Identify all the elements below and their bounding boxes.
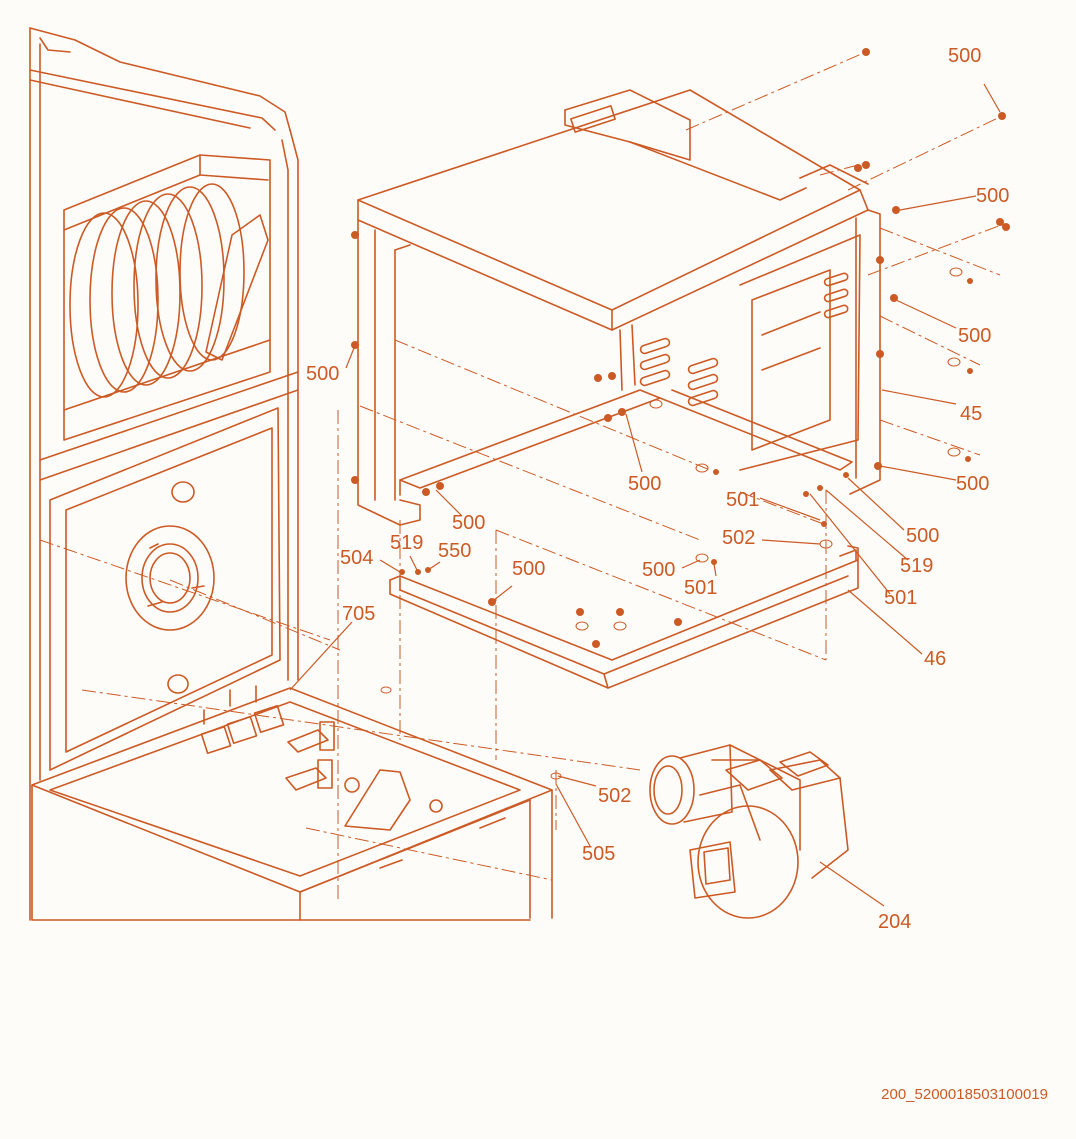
callout-45: 45 bbox=[960, 403, 982, 425]
callout-705: 705 bbox=[342, 603, 375, 625]
callout-labels: 500 500 500 500 500 500 500 500 500 45 5… bbox=[306, 45, 1009, 933]
burner-assembly-204 bbox=[649, 744, 849, 919]
drawing-id: 200_5200018503100019 bbox=[881, 1086, 1048, 1103]
callout-500: 500 bbox=[958, 325, 991, 347]
leader-lines bbox=[289, 83, 1001, 907]
callout-505: 505 bbox=[582, 843, 615, 865]
callout-46: 46 bbox=[924, 648, 946, 670]
callout-550: 550 bbox=[438, 540, 471, 562]
callout-500: 500 bbox=[948, 45, 981, 67]
callout-502: 502 bbox=[598, 785, 631, 807]
callout-519: 519 bbox=[390, 532, 423, 554]
callout-204: 204 bbox=[878, 911, 911, 933]
callout-502: 502 bbox=[722, 527, 755, 549]
callout-501: 501 bbox=[684, 577, 717, 599]
rear-panel-slots bbox=[639, 272, 849, 407]
callout-519: 519 bbox=[900, 555, 933, 577]
callout-500: 500 bbox=[452, 512, 485, 534]
callout-500: 500 bbox=[628, 473, 661, 495]
frame-assembly-45 bbox=[357, 89, 881, 526]
combustion-door bbox=[49, 407, 281, 771]
appliance-housing bbox=[29, 27, 553, 921]
heat-exchanger-coil bbox=[69, 183, 269, 398]
callout-502: 500 bbox=[642, 559, 675, 581]
callout-501: 501 bbox=[726, 489, 759, 511]
assembly-centerlines bbox=[39, 51, 1005, 900]
base-box bbox=[31, 685, 553, 921]
callout-500: 500 bbox=[306, 363, 339, 385]
callout-501: 501 bbox=[884, 587, 917, 609]
callout-500: 500 bbox=[956, 473, 989, 495]
base-rail-46 bbox=[389, 545, 859, 689]
callout-500: 500 bbox=[976, 185, 1009, 207]
callout-500: 500 bbox=[906, 525, 939, 547]
callout-500: 500 bbox=[512, 558, 545, 580]
callout-504: 504 bbox=[340, 547, 373, 569]
